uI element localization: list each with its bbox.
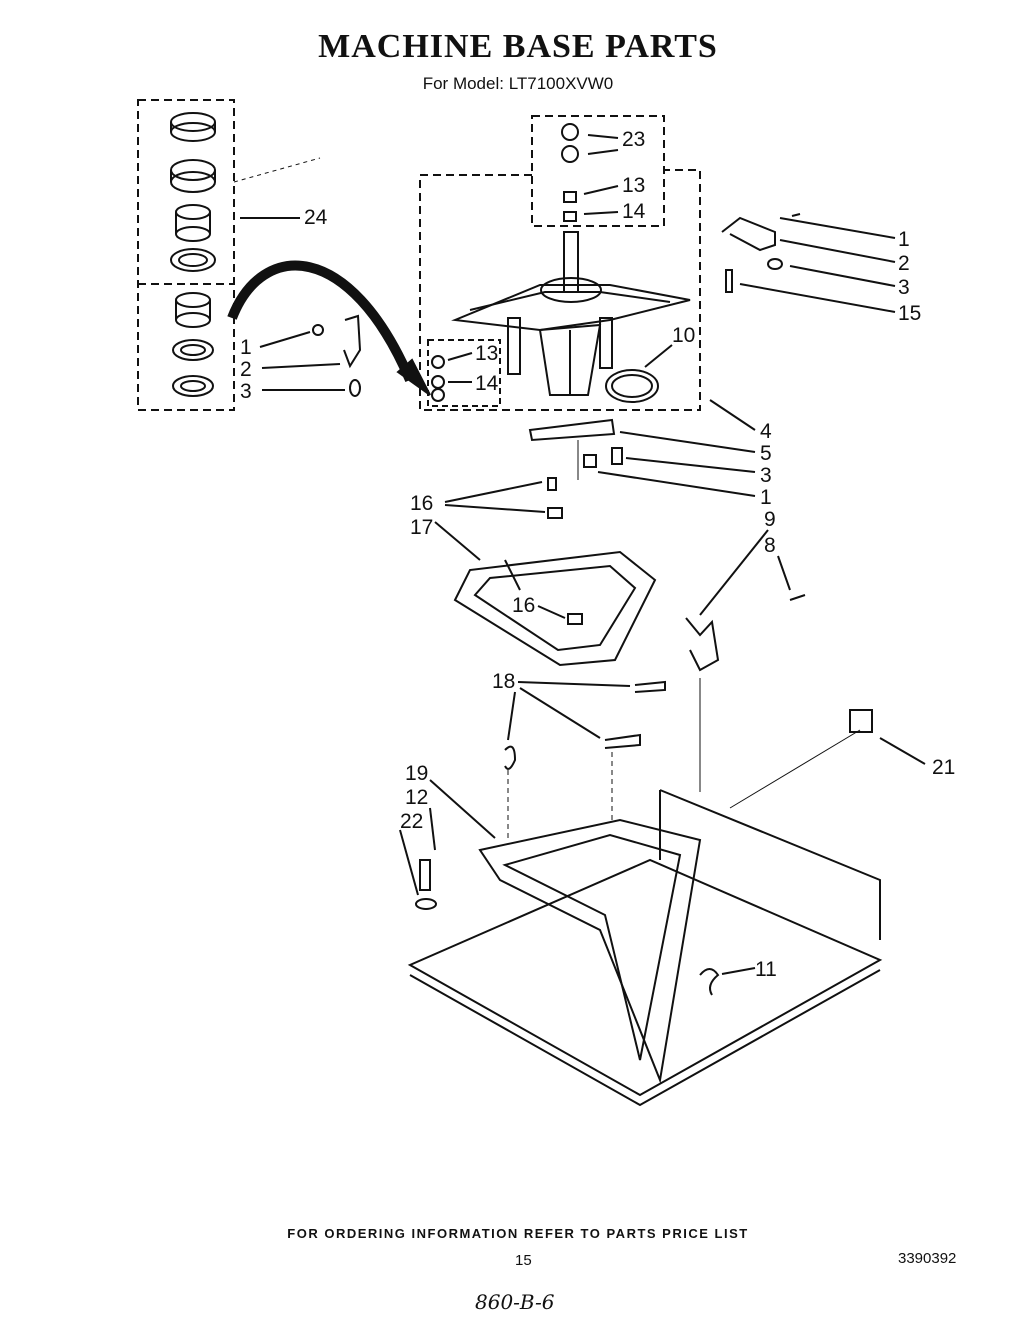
callout-1: 1: [898, 228, 910, 251]
base-frame-19: [407, 789, 883, 1107]
callout-3: 3: [898, 276, 910, 299]
handwritten-note: 860-B-6: [475, 1290, 555, 1314]
clip-part-11: [699, 968, 720, 996]
frame-part-17: [453, 550, 657, 667]
callout-13: 13: [622, 174, 645, 197]
callout-22: 22: [400, 810, 423, 833]
callout-23: 23: [622, 128, 645, 151]
callout-5: 5: [760, 442, 772, 465]
callout-24: 24: [304, 206, 328, 229]
bracket-part-5: [528, 418, 616, 442]
callout-16: 16: [410, 492, 433, 515]
document-number: 3390392: [898, 1250, 957, 1267]
callout-16: 16: [512, 594, 535, 617]
bearing-stack: [170, 112, 216, 397]
callout-10: 10: [672, 324, 695, 347]
bracket-part-2: [721, 216, 776, 252]
callout-12: 12: [405, 786, 428, 809]
callout-21: 21: [932, 756, 955, 779]
callout-8: 8: [764, 534, 776, 557]
callout-13: 13: [475, 342, 498, 365]
ordering-note: FOR ORDERING INFORMATION REFER TO PARTS …: [287, 1226, 749, 1241]
inner-detail-box: [427, 339, 501, 407]
callout-3: 3: [760, 464, 772, 487]
callout-19: 19: [405, 762, 428, 785]
callout-1: 1: [760, 486, 772, 509]
callout-14: 14: [475, 372, 499, 395]
bracket-part-9: [685, 617, 720, 672]
callout-2: 2: [898, 252, 910, 275]
callout-1: 1: [240, 336, 252, 359]
callout-3: 3: [240, 380, 252, 403]
callout-2: 2: [240, 358, 252, 381]
model-line: For Model: LT7100XVW0: [422, 74, 614, 93]
callout-14: 14: [622, 200, 646, 223]
callout-15: 15: [898, 302, 921, 325]
part-21: [849, 709, 873, 733]
page-title: MACHINE BASE PARTS: [318, 28, 718, 65]
callout-18: 18: [492, 670, 515, 693]
bearing-kit-box: [137, 99, 235, 411]
gearcase-box: [419, 169, 701, 411]
gearcase-assembly: [451, 231, 691, 396]
ring-part-10: [605, 369, 659, 403]
curved-pointer-arrow: [227, 260, 415, 382]
callout-4: 4: [760, 420, 772, 443]
page-number: 15: [515, 1252, 532, 1269]
callout-11: 11: [755, 958, 777, 981]
callout-9: 9: [764, 508, 776, 531]
callout-17: 17: [410, 516, 433, 539]
